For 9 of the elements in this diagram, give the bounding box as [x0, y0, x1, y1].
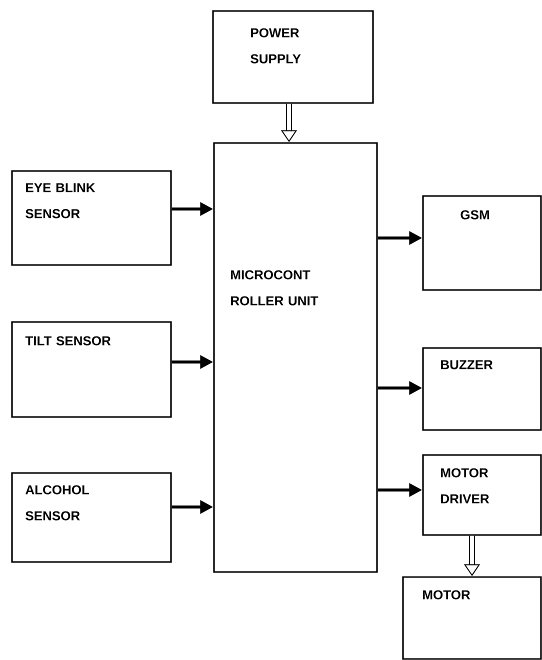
block-box: GSM — [422, 195, 542, 291]
block-box: EYE BLINK SENSOR — [11, 170, 172, 266]
block-box: MOTOR DRIVER — [422, 454, 542, 536]
block-box: BUZZER — [422, 347, 542, 431]
block-box: POWER SUPPLY — [212, 10, 374, 104]
block-box: TILT SENSOR — [11, 321, 172, 418]
block-box: ALCOHOL SENSOR — [11, 472, 172, 563]
block-box: MOTOR — [402, 576, 542, 660]
block-box: MICROCONT ROLLER UNIT — [213, 142, 378, 573]
